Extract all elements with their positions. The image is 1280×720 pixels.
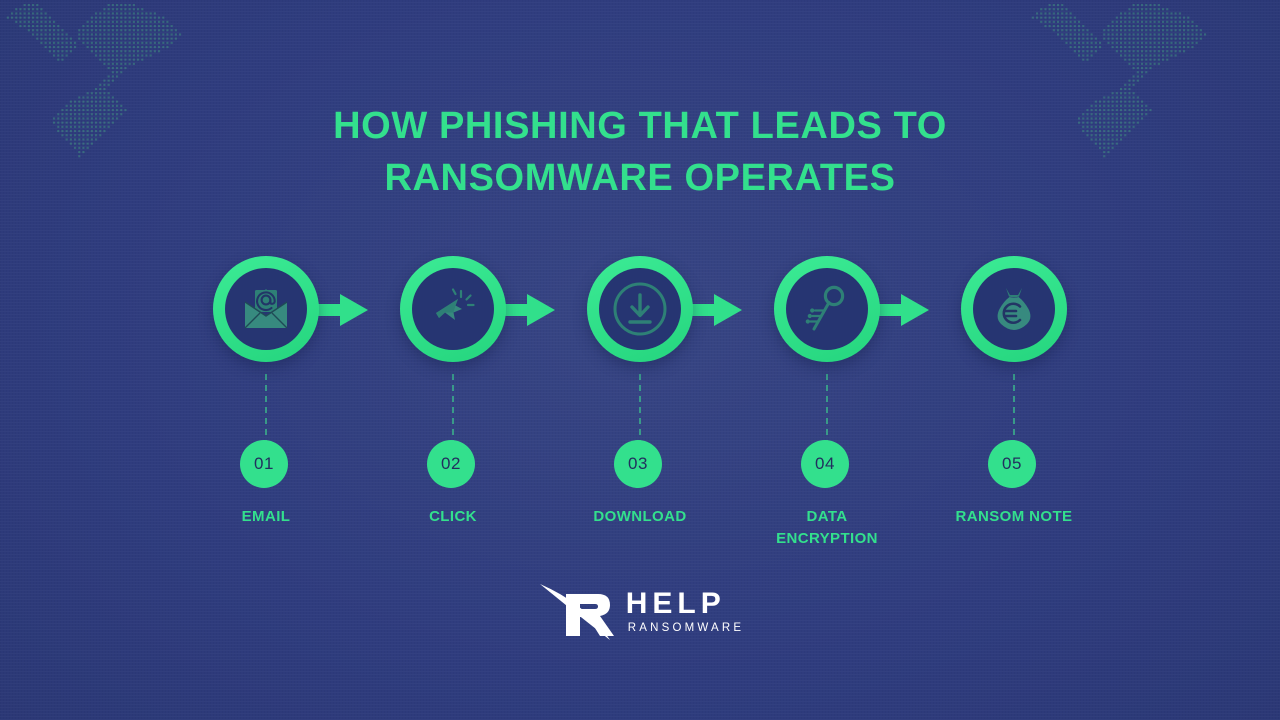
money-bag-euro-icon [973,268,1055,350]
step-connector-line [639,374,641,442]
step-connector-line [826,374,828,442]
logo-wordmark: HELP RANSOMWARE [625,586,745,636]
logo-secondary-text: RANSOMWARE [627,621,745,634]
step-icon-ring-wrap [360,250,555,375]
step-ring [213,256,319,362]
step-number-badge: 04 [801,440,849,488]
process-steps: 01 EMAIL [0,250,1280,570]
step-number-badge: 02 [427,440,475,488]
page-title-line-2: RANSOMWARE OPERATES [384,157,896,199]
arrow-right-icon [493,294,555,326]
step-label: DOWNLOAD [593,508,687,525]
help-ransomware-logo-icon [536,578,632,646]
arrow-right-icon [867,294,929,326]
step-ransom-note: 05 RANSOM NOTE [921,250,1107,525]
digital-key-icon [786,268,868,350]
step-connector-line [452,374,454,442]
cursor-click-icon [412,268,494,350]
step-email: 01 EMAIL [173,250,368,525]
step-label: EMAIL [241,508,291,525]
email-at-envelope-icon [225,268,307,350]
step-ring [400,256,506,362]
step-connector-line [1013,374,1015,442]
step-icon-ring-wrap [173,250,368,375]
step-icon-ring-wrap [734,250,929,375]
arrow-right-icon [306,294,368,326]
step-ring [774,256,880,362]
logo-primary-text: HELP [625,586,726,620]
step-icon-ring-wrap [547,250,742,375]
step-icon-ring-wrap [921,250,1107,375]
step-number-badge: 03 [614,440,662,488]
step-click: 02 CLICK [360,250,555,525]
step-number-badge: 05 [988,440,1036,488]
step-label: RANSOM NOTE [955,508,1073,525]
page-title-line-1: HOW PHISHING THAT LEADS TO [333,105,947,147]
arrow-right-icon [680,294,742,326]
step-ring [587,256,693,362]
step-label: CLICK [429,508,477,525]
step-download: 03 DOWNLOAD [547,250,742,525]
download-circle-icon [599,268,681,350]
brand-logo: HELP RANSOMWARE [0,578,1280,646]
step-ring [961,256,1067,362]
step-number-badge: 01 [240,440,288,488]
step-connector-line [265,374,267,442]
page-title: HOW PHISHING THAT LEADS TO RANSOMWARE OP… [0,100,1280,204]
